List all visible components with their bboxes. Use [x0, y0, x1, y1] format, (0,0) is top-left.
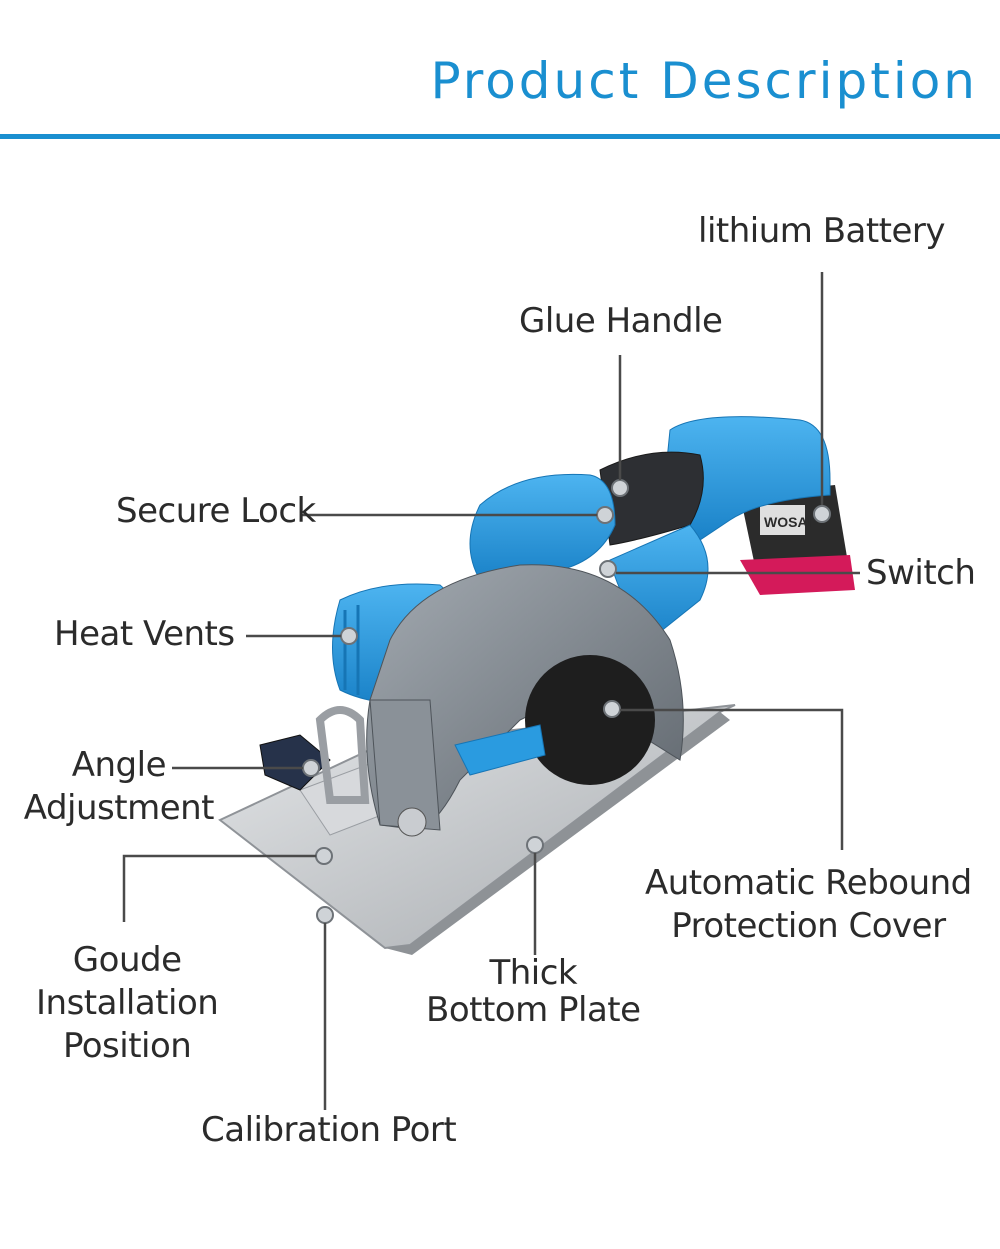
label-calibration-port: Calibration Port — [201, 1110, 457, 1150]
label-automatic-rebound: Automatic Rebound Protection Cover — [645, 862, 972, 948]
label-goude-line-3: Position — [62, 1026, 192, 1066]
label-plate-line-2: Bottom Plate — [426, 990, 641, 1030]
dot-rebound — [603, 700, 621, 718]
label-goude-installation: Goude Installation Position — [36, 939, 219, 1068]
dot-lock — [596, 506, 614, 524]
leader-lines — [122, 272, 860, 1110]
dot-vents — [340, 627, 358, 645]
label-switch: Switch — [866, 553, 976, 593]
label-glue-handle: Glue Handle — [519, 301, 723, 341]
page-title: Product Description — [430, 52, 978, 110]
battery-brand-text: WOSAI — [764, 514, 811, 530]
dot-handle — [611, 479, 629, 497]
label-goude-line-2: Installation — [36, 983, 219, 1023]
label-angle-line-2: Adjustment — [23, 788, 215, 828]
dot-angle — [302, 759, 320, 777]
label-lithium-battery: lithium Battery — [698, 211, 946, 251]
label-secure-lock: Secure Lock — [116, 491, 316, 531]
label-goude-line-1: Goude — [72, 940, 182, 980]
label-angle-line-1: Angle — [71, 745, 167, 785]
leader-goude — [122, 854, 316, 922]
blade-guard — [366, 564, 684, 837]
dot-switch — [599, 560, 617, 578]
dot-goude — [315, 847, 333, 865]
tool-body — [332, 416, 831, 704]
dot-battery — [813, 505, 831, 523]
dot-calibration — [316, 906, 334, 924]
leader-rebound — [620, 708, 844, 850]
dot-plate — [526, 836, 544, 854]
label-thick-bottom-plate: Thick Bottom Plate — [426, 955, 641, 1029]
label-heat-vents: Heat Vents — [54, 614, 235, 654]
label-rebound-line-2: Protection Cover — [671, 906, 946, 946]
header-divider — [0, 134, 1000, 139]
label-rebound-line-1: Automatic Rebound — [645, 863, 972, 903]
label-plate-line-1: Thick — [489, 953, 578, 993]
label-angle-adjustment: Angle Adjustment — [23, 744, 215, 830]
callout-dots — [302, 479, 831, 924]
